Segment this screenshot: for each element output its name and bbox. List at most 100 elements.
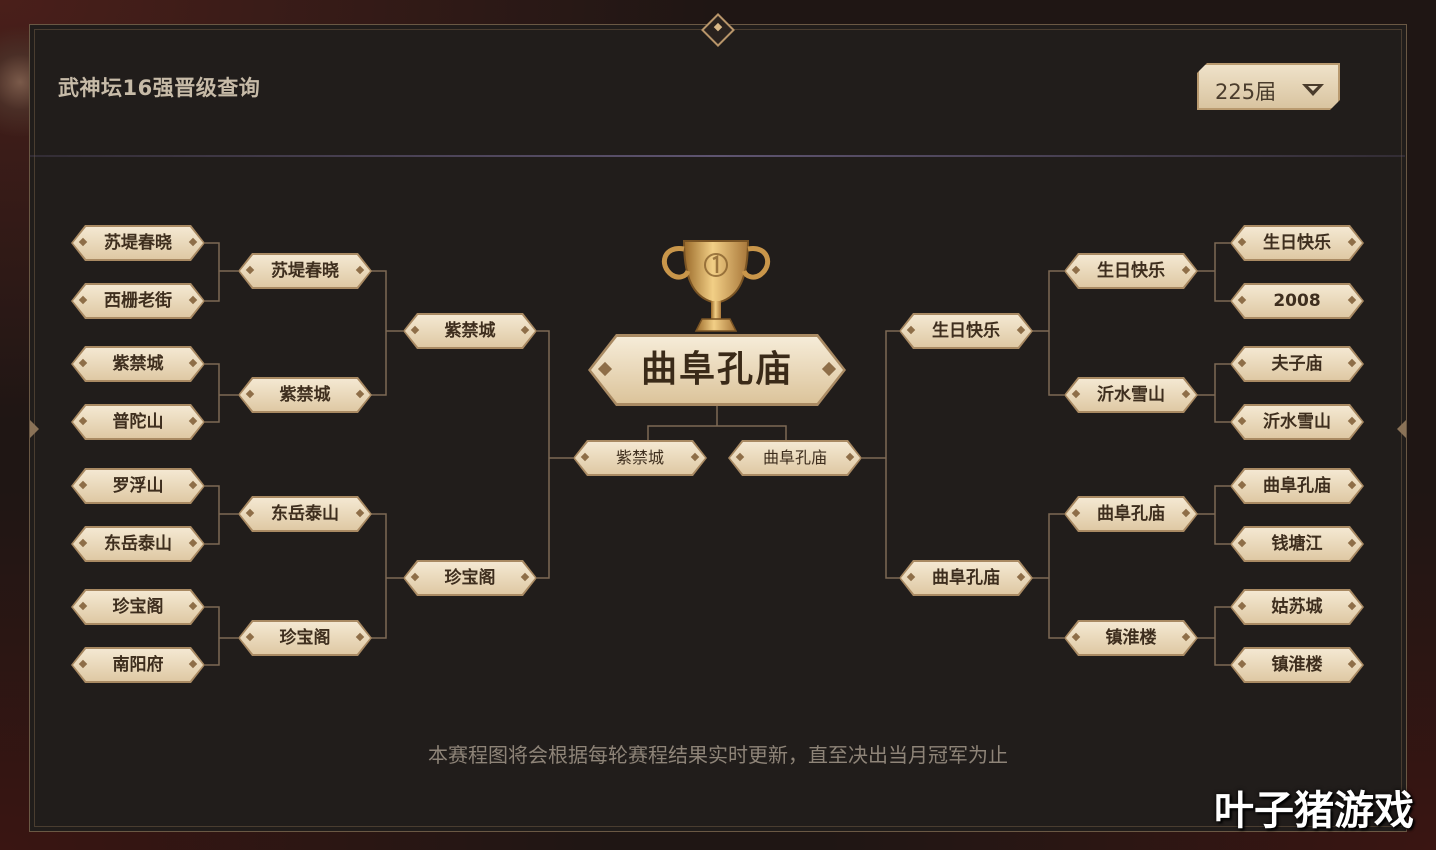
- bracket-panel: [29, 24, 1407, 832]
- team-name: 紫禁城: [279, 385, 331, 405]
- plaque-frame: [1066, 379, 1196, 411]
- team-name: 紫禁城: [615, 448, 664, 467]
- plaque-frame: [575, 442, 705, 474]
- plaque-frame: [73, 348, 203, 380]
- team-name: 普陀山: [112, 412, 164, 432]
- plaque-frame: [240, 498, 370, 530]
- team-name: 珍宝阁: [279, 628, 331, 648]
- champion-name: 曲阜孔庙: [640, 349, 793, 390]
- right-r16-slot-1[interactable]: 生日快乐: [1230, 225, 1364, 261]
- plaque-frame: [1232, 591, 1362, 623]
- plaque-frame: [73, 227, 203, 259]
- left-sf-slot-2[interactable]: 珍宝阁: [403, 560, 537, 596]
- right-qf-slot-4[interactable]: 镇淮楼: [1064, 620, 1198, 656]
- team-name: 西栅老街: [104, 291, 172, 311]
- plaque-frame: [73, 406, 203, 438]
- team-name: 东岳泰山: [271, 504, 339, 524]
- season-dropdown[interactable]: 225届: [1197, 63, 1340, 110]
- right-r16-slot-5[interactable]: 曲阜孔庙: [1230, 468, 1364, 504]
- team-name: 紫禁城: [444, 321, 496, 341]
- left-r16-slot-4[interactable]: 普陀山: [71, 404, 205, 440]
- plaque-frame: [901, 315, 1031, 347]
- right-qf-slot-2[interactable]: 沂水雪山: [1064, 377, 1198, 413]
- header-divider: [30, 155, 1405, 157]
- left-qf-slot-4[interactable]: 珍宝阁: [238, 620, 372, 656]
- plaque-frame: [1232, 528, 1362, 560]
- left-r16-slot-8[interactable]: 南阳府: [71, 647, 205, 683]
- plaque-frame: [1232, 406, 1362, 438]
- update-notice: 本赛程图将会根据每轮赛程结果实时更新，直至决出当月冠军为止: [428, 743, 1008, 767]
- left-r16-slot-5[interactable]: 罗浮山: [71, 468, 205, 504]
- team-name: 生日快乐: [932, 321, 1000, 341]
- team-name: 苏堤春晓: [104, 233, 172, 253]
- team-name: 姑苏城: [1271, 597, 1323, 617]
- left-sf-slot-1[interactable]: 紫禁城: [403, 313, 537, 349]
- team-name: 生日快乐: [1263, 233, 1331, 253]
- plaque-frame: [240, 622, 370, 654]
- plaque-frame: [901, 562, 1031, 594]
- right-r16-slot-6[interactable]: 钱塘江: [1230, 526, 1364, 562]
- team-name: 紫禁城: [112, 354, 164, 374]
- final-left-slot[interactable]: 紫禁城: [573, 440, 707, 476]
- final-right-slot[interactable]: 曲阜孔庙: [728, 440, 862, 476]
- team-name: 沂水雪山: [1097, 385, 1165, 405]
- plaque-frame: [1066, 498, 1196, 530]
- right-r16-slot-8[interactable]: 镇淮楼: [1230, 647, 1364, 683]
- trophy-icon: [661, 240, 771, 332]
- plaque-frame: [73, 470, 203, 502]
- champion-plaque: 曲阜孔庙: [588, 334, 846, 406]
- plaque-frame: [73, 591, 203, 623]
- right-r16-slot-7[interactable]: 姑苏城: [1230, 589, 1364, 625]
- plaque-frame: [1066, 255, 1196, 287]
- plaque-frame: [1232, 285, 1362, 317]
- team-name: 沂水雪山: [1263, 412, 1331, 432]
- left-r16-slot-6[interactable]: 东岳泰山: [71, 526, 205, 562]
- plaque-frame: [240, 255, 370, 287]
- plaque-frame: [405, 315, 535, 347]
- left-r16-slot-7[interactable]: 珍宝阁: [71, 589, 205, 625]
- left-r16-slot-3[interactable]: 紫禁城: [71, 346, 205, 382]
- left-qf-slot-3[interactable]: 东岳泰山: [238, 496, 372, 532]
- team-name: 镇淮楼: [1105, 628, 1157, 648]
- left-arrow-icon[interactable]: [30, 420, 39, 438]
- plaque-frame: [405, 562, 535, 594]
- team-name: 曲阜孔庙: [762, 448, 827, 467]
- season-dropdown-value: 225届: [1215, 80, 1277, 104]
- right-r16-slot-3[interactable]: 夫子庙: [1230, 346, 1364, 382]
- plaque-frame: [1232, 649, 1362, 681]
- plaque-frame: [730, 442, 860, 474]
- watermark-text: 叶子猪游戏: [1214, 788, 1414, 834]
- team-name: 曲阜孔庙: [1097, 504, 1165, 524]
- plaque-frame: [1066, 622, 1196, 654]
- team-name: 南阳府: [112, 655, 164, 675]
- plaque-frame: [1232, 470, 1362, 502]
- team-name: 曲阜孔庙: [932, 568, 1000, 588]
- right-qf-slot-3[interactable]: 曲阜孔庙: [1064, 496, 1198, 532]
- team-name: 夫子庙: [1271, 354, 1323, 374]
- team-name: 苏堤春晓: [271, 261, 339, 281]
- plaque-frame: [240, 379, 370, 411]
- chevron-down-icon: [1302, 84, 1324, 96]
- page-title: 武神坛16强晋级查询: [58, 76, 261, 100]
- right-arrow-icon[interactable]: [1397, 420, 1406, 438]
- team-name: 2008: [1273, 291, 1321, 311]
- right-qf-slot-1[interactable]: 生日快乐: [1064, 253, 1198, 289]
- plaque-frame: [73, 528, 203, 560]
- team-name: 东岳泰山: [104, 534, 172, 554]
- team-name: 钱塘江: [1271, 534, 1323, 554]
- team-name: 曲阜孔庙: [1263, 476, 1331, 496]
- right-r16-slot-2[interactable]: 2008: [1230, 283, 1364, 319]
- team-name: 镇淮楼: [1271, 655, 1323, 675]
- left-qf-slot-1[interactable]: 苏堤春晓: [238, 253, 372, 289]
- left-qf-slot-2[interactable]: 紫禁城: [238, 377, 372, 413]
- team-name: 珍宝阁: [112, 597, 164, 617]
- plaque-frame: [73, 649, 203, 681]
- team-name: 生日快乐: [1097, 261, 1165, 281]
- right-sf-slot-1[interactable]: 生日快乐: [899, 313, 1033, 349]
- left-r16-slot-2[interactable]: 西栅老街: [71, 283, 205, 319]
- left-r16-slot-1[interactable]: 苏堤春晓: [71, 225, 205, 261]
- right-sf-slot-2[interactable]: 曲阜孔庙: [899, 560, 1033, 596]
- right-r16-slot-4[interactable]: 沂水雪山: [1230, 404, 1364, 440]
- plaque-frame: [1232, 348, 1362, 380]
